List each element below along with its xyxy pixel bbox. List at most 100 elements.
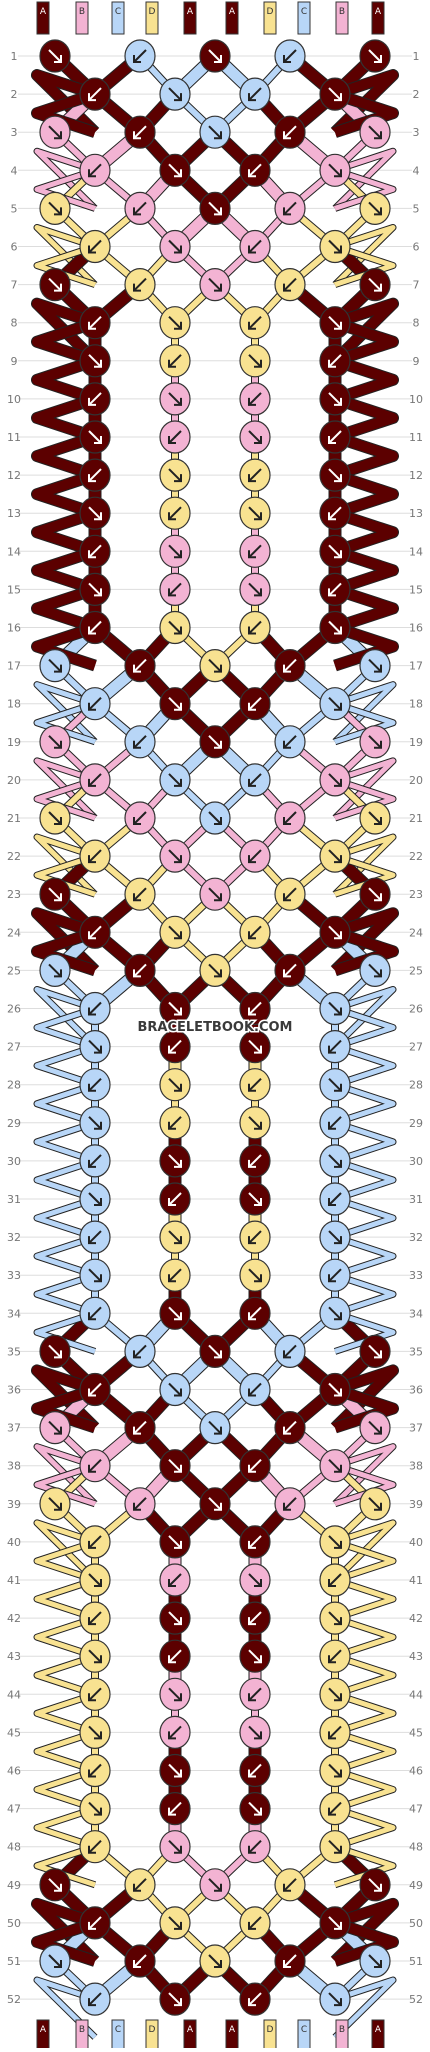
knot	[274, 115, 306, 149]
strand-label: C	[301, 2025, 307, 2035]
knot-arrow	[328, 1801, 342, 1816]
knot-arrow	[48, 1954, 62, 1968]
strand-tab	[145, 2019, 159, 2052]
knot-arrowhead	[88, 1769, 96, 1778]
knot-arrow	[248, 1916, 262, 1930]
strand-tab	[297, 1, 311, 35]
knot-arrow	[328, 1116, 342, 1130]
knot	[159, 420, 191, 454]
knot-arrowhead	[334, 855, 342, 864]
edge-strand	[34, 1120, 96, 1164]
edge-strand	[32, 298, 99, 365]
knot-arrowhead	[334, 1921, 342, 1930]
knot-arrowhead	[174, 169, 182, 178]
knot	[199, 1487, 231, 1521]
knot-arrow	[168, 1535, 182, 1549]
knot-arrowhead	[283, 893, 291, 902]
row-number-left: 11	[7, 431, 21, 444]
knot-arrow	[248, 1687, 262, 1702]
knot-arrow	[248, 468, 262, 482]
knot	[199, 801, 231, 835]
knot-arrowhead	[334, 1236, 342, 1245]
knot-arrow	[88, 354, 102, 368]
knot	[39, 191, 71, 225]
edge-strand	[334, 1844, 396, 1888]
knot	[274, 1334, 306, 1369]
row-number-right: 29	[409, 1117, 423, 1130]
knot-arrow	[133, 658, 147, 673]
edge-strand	[34, 1196, 96, 1240]
row-number-left: 14	[7, 545, 21, 558]
knot	[319, 1144, 351, 1178]
knot-arrowhead	[283, 969, 291, 978]
row-number-right: 41	[409, 1574, 423, 1587]
knot-arrow	[208, 125, 222, 139]
knot-arrowhead	[248, 245, 256, 254]
strand-label: D	[267, 2025, 274, 2035]
knot-arrowhead	[374, 283, 382, 292]
knot-arrowhead	[174, 397, 182, 406]
knot-arrowhead	[214, 1426, 222, 1435]
knot-arrow	[208, 658, 222, 673]
knot-arrow	[48, 125, 62, 139]
top-strand-label: C	[297, 1, 311, 35]
strand-tab	[225, 1, 239, 35]
knot-arrowhead	[283, 817, 291, 825]
knot	[239, 458, 271, 492]
knot-layer	[39, 39, 391, 2016]
knot-arrow	[328, 1992, 342, 2006]
edge-strand	[34, 167, 96, 211]
knot-arrowhead	[248, 1540, 256, 1549]
knot-arrow	[283, 125, 297, 139]
knot-arrowhead	[248, 931, 256, 940]
knot	[239, 610, 271, 645]
top-strand-label: A	[36, 1, 50, 35]
knot	[239, 1791, 271, 1826]
edge-strand	[333, 432, 398, 480]
edge-strand	[333, 470, 398, 518]
knot	[79, 1258, 111, 1292]
knot-arrow	[328, 163, 342, 178]
edge-strand	[333, 927, 398, 976]
bottom-strand-label: A	[183, 2019, 197, 2052]
row-number-left: 43	[7, 1650, 21, 1663]
edge-strand	[34, 986, 97, 1049]
top-strand-label: A	[183, 1, 197, 35]
knot	[319, 1639, 351, 1673]
strand-label: A	[229, 2025, 236, 2035]
knot	[274, 725, 306, 759]
knot-arrow	[328, 1077, 342, 1092]
knot	[39, 1410, 71, 1445]
row-number-right: 2	[413, 88, 420, 101]
knot	[159, 534, 191, 568]
knot	[159, 687, 191, 721]
knot	[319, 458, 351, 492]
knot	[79, 839, 111, 873]
knot	[239, 1753, 271, 1788]
knot-arrow	[368, 963, 382, 978]
knot	[79, 1372, 111, 1407]
knot-arrow	[133, 1954, 147, 1968]
row-number-right: 12	[409, 469, 423, 482]
knot-arrowhead	[334, 245, 342, 254]
edge-strand	[34, 1006, 96, 1049]
knot	[159, 306, 191, 340]
edge-strand	[32, 356, 97, 404]
row-number-right: 36	[409, 1384, 423, 1397]
knot-arrowhead	[54, 283, 62, 292]
row-number-left: 5	[11, 202, 18, 215]
knot-arrowhead	[248, 1845, 256, 1854]
knot-arrow	[48, 887, 62, 901]
knot	[359, 1944, 391, 1978]
knot	[239, 1182, 271, 1216]
row-number-right: 3	[413, 126, 420, 139]
knot-arrowhead	[88, 321, 96, 330]
knot	[319, 1029, 351, 1064]
knot	[159, 1220, 191, 1254]
row-number-left: 8	[11, 317, 18, 330]
knot-arrow	[328, 1535, 342, 1549]
knot-arrowhead	[283, 283, 291, 292]
knot	[319, 534, 351, 568]
row-number-left: 19	[7, 736, 21, 749]
row-number-right: 32	[409, 1231, 423, 1244]
